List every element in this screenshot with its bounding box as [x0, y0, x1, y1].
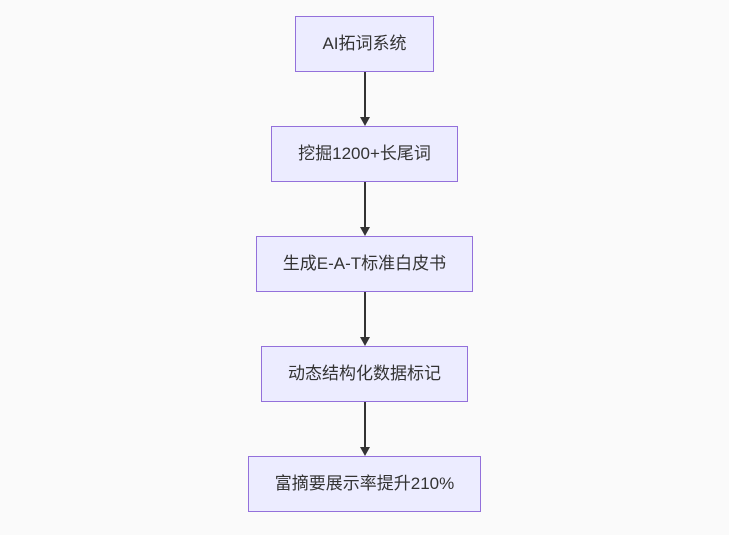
flow-node-eat-whitepaper: 生成E-A-T标准白皮书 — [255, 236, 474, 292]
arrowhead-down-icon — [359, 227, 370, 236]
flow-node-longtail-mining: 挖掘1200+长尾词 — [271, 126, 458, 182]
edge-line — [363, 182, 366, 228]
edge-line — [363, 292, 366, 338]
flow-node-label: 生成E-A-T标准白皮书 — [282, 254, 447, 273]
flow-node-rich-snippet-result: 富摘要展示率提升210% — [247, 456, 482, 512]
edge-line — [363, 402, 366, 448]
flow-node-label: 挖掘1200+长尾词 — [298, 144, 431, 163]
flow-node-label: AI拓词系统 — [322, 34, 407, 53]
flow-node-label: 富摘要展示率提升210% — [274, 474, 455, 493]
edge-line — [363, 72, 366, 118]
arrowhead-down-icon — [359, 447, 370, 456]
flow-node-label: 动态结构化数据标记 — [288, 364, 441, 383]
flow-edge-4 — [359, 402, 371, 456]
arrowhead-down-icon — [359, 337, 370, 346]
arrowhead-down-icon — [359, 117, 370, 126]
flow-edge-3 — [359, 292, 371, 346]
flow-node-ai-keyword-system: AI拓词系统 — [295, 16, 434, 72]
flowchart: AI拓词系统 挖掘1200+长尾词 生成E-A-T标准白皮书 动态结构化数据标记 — [247, 16, 482, 512]
flow-node-structured-data-markup: 动态结构化数据标记 — [261, 346, 468, 402]
flow-edge-2 — [359, 182, 371, 236]
flow-edge-1 — [359, 72, 371, 126]
